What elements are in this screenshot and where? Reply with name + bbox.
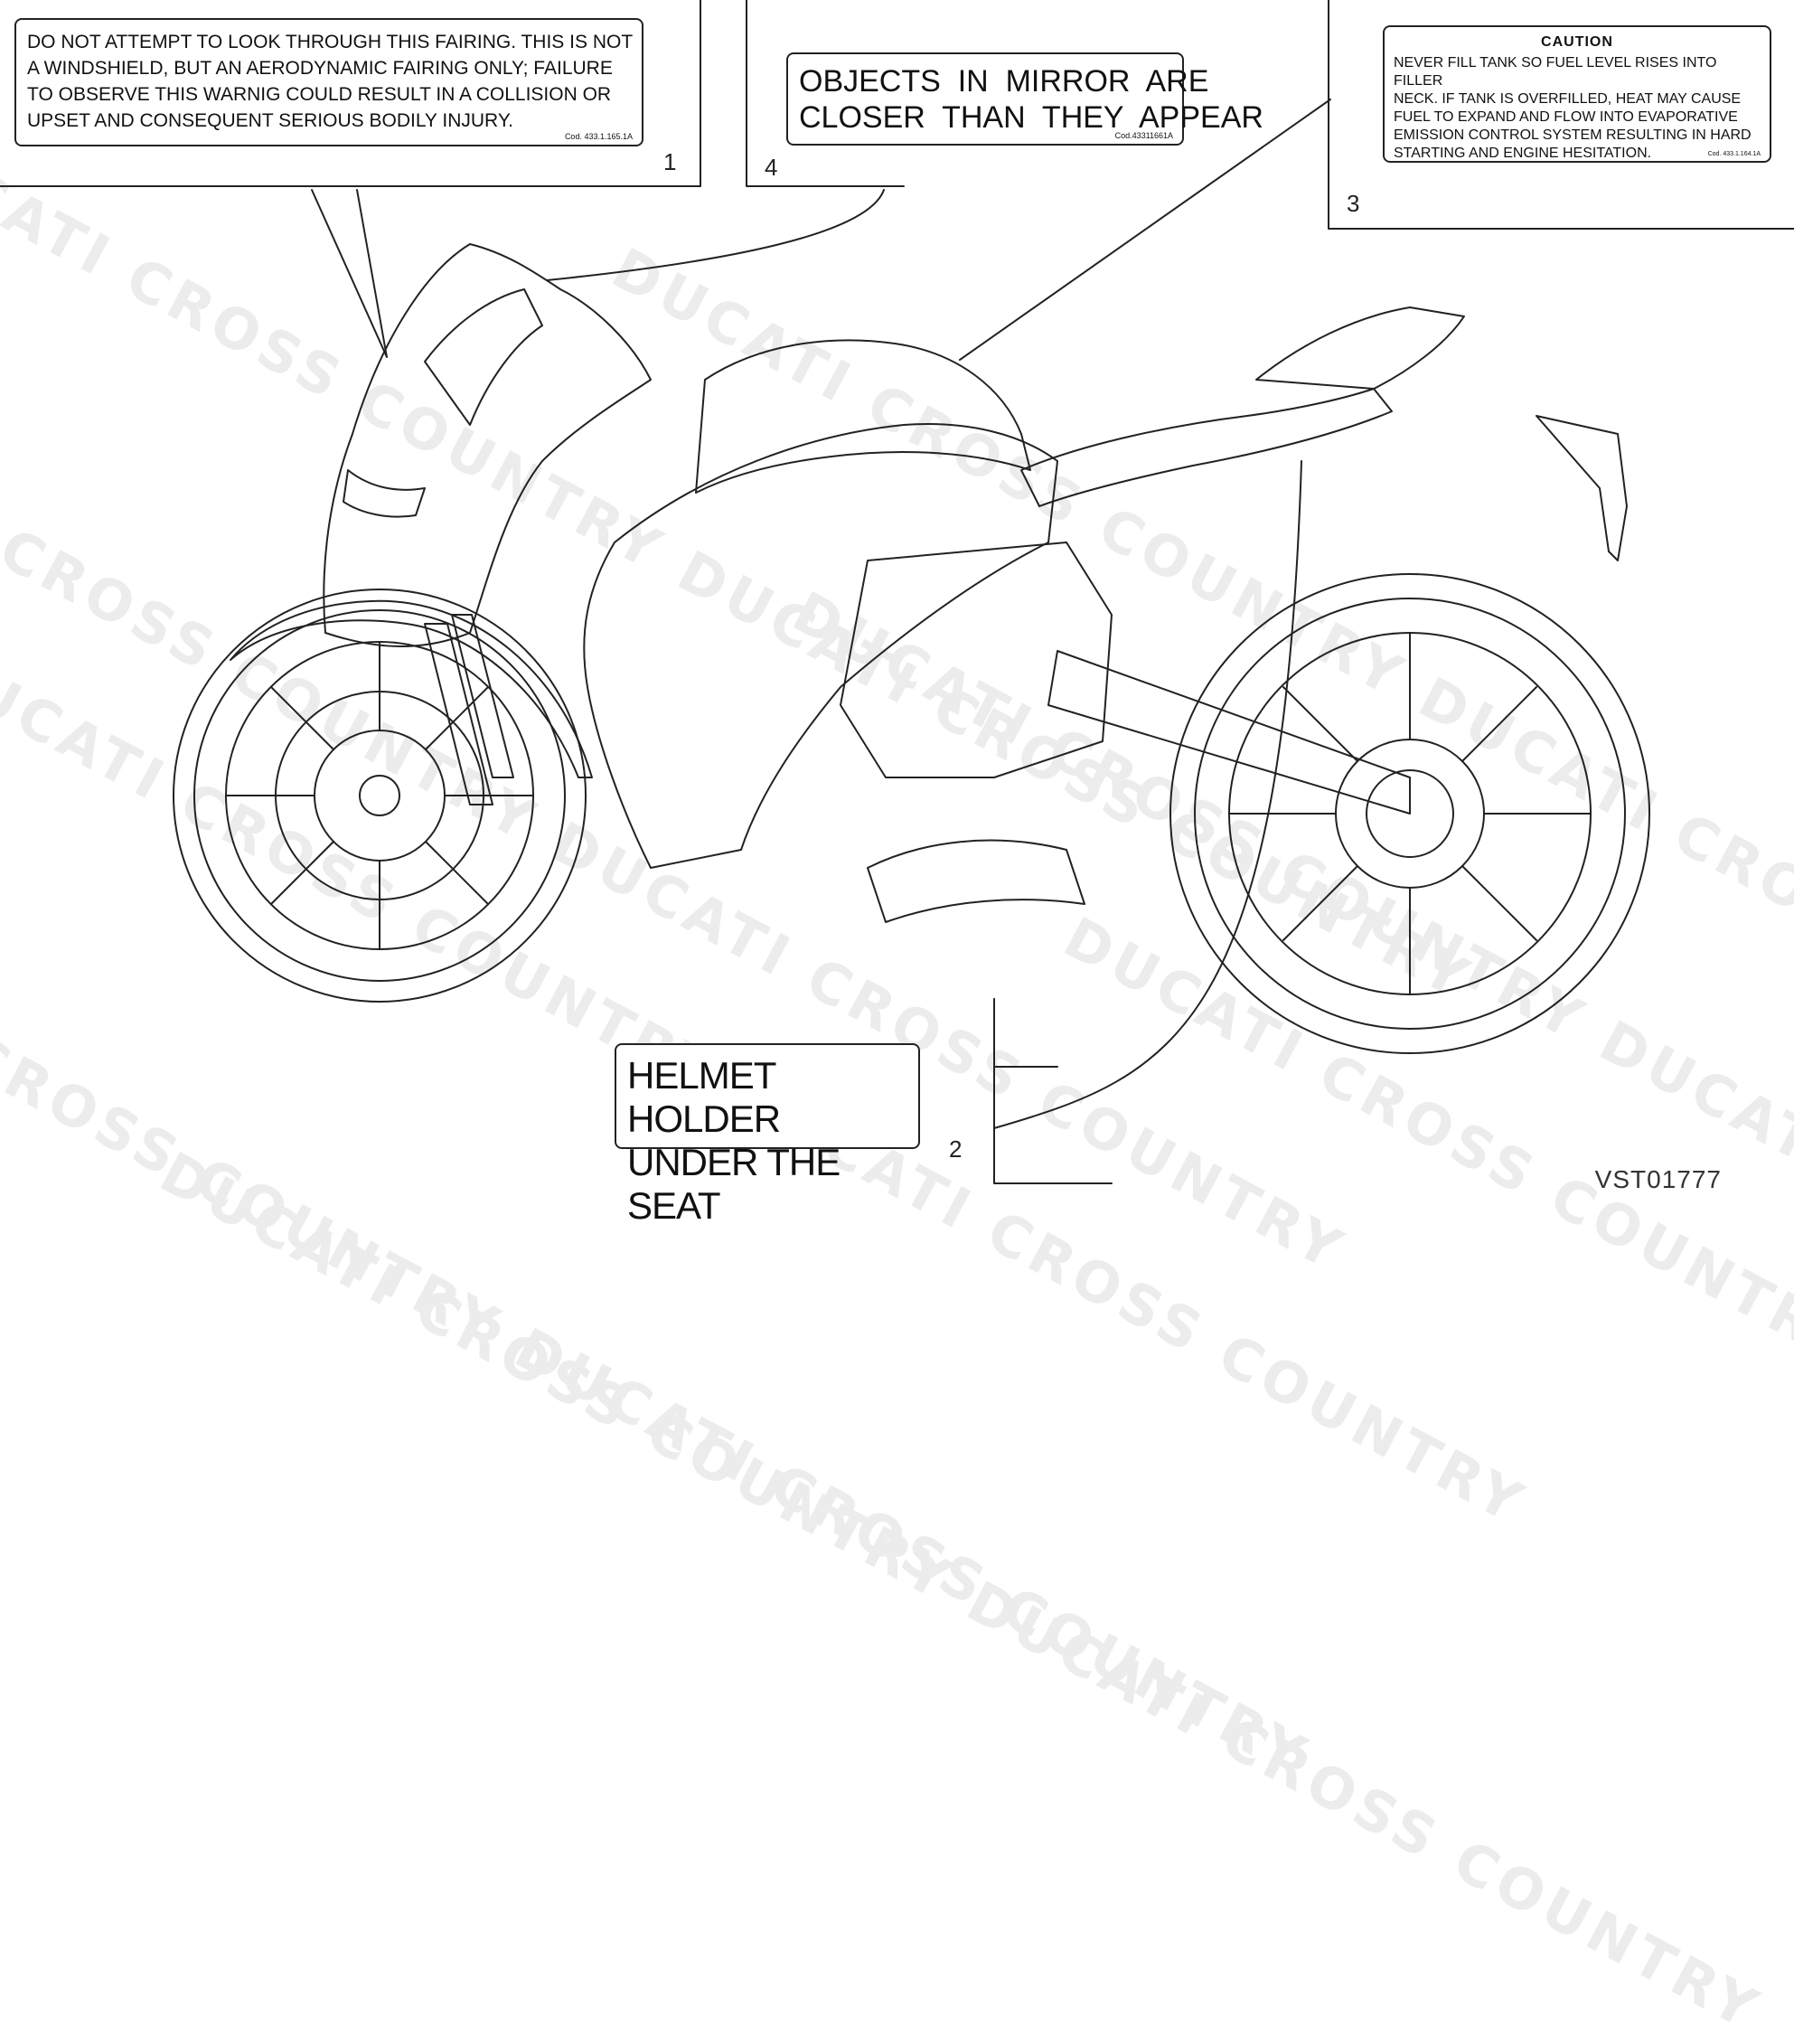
callout-frame-3 — [1328, 0, 1794, 230]
diagram-reference-code: VST01777 — [1594, 1165, 1722, 1193]
callout-frame-1 — [0, 0, 701, 187]
rear-hub — [1366, 769, 1454, 858]
engine-block — [840, 542, 1113, 778]
decal-fuel-caution: CAUTION NEVER FILL TANK SO FUEL LEVEL RI… — [1383, 25, 1771, 163]
callout-frame-4 — [746, 0, 905, 187]
front-tire-inner — [193, 609, 566, 982]
decal-fuel-caution-code: Cod. 433.1.164.1A — [1707, 151, 1761, 157]
callout-number-1: 1 — [663, 148, 677, 175]
rear-tire-inner — [1194, 598, 1626, 1030]
fuel-caution-line: NEVER FILL TANK SO FUEL LEVEL RISES INTO… — [1394, 55, 1717, 89]
rear-spokes — [1228, 632, 1592, 995]
headlight — [343, 469, 426, 518]
motorcycle-line-drawing — [0, 0, 1794, 1184]
decal-fuel-caution-text: NEVER FILL TANK SO FUEL LEVEL RISES INTO… — [1394, 54, 1770, 163]
front-fork — [424, 614, 514, 805]
fuel-caution-line: NECK. IF TANK IS OVERFILLED, HEAT MAY CA… — [1394, 91, 1742, 107]
leader-line-1 — [311, 189, 388, 358]
decal-mirror-warning-code: Cod.43311661A — [1114, 131, 1173, 140]
front-fairing — [323, 243, 652, 647]
fuel-caution-line: EMISSION CONTROL SYSTEM RESULTING IN HAR… — [1394, 127, 1752, 143]
callout-frame-2 — [993, 998, 1113, 1184]
helmet-holder-line: UNDER THE SEAT — [627, 1141, 841, 1227]
front-hub — [359, 775, 400, 816]
decal-fairing-warning-text: DO NOT ATTEMPT TO LOOK THROUGH THIS FAIR… — [27, 29, 633, 134]
license-plate-holder — [1536, 415, 1628, 561]
fuel-tank — [695, 339, 1031, 494]
fuel-caution-line: FUEL TO EXPAND AND FLOW INTO EVAPORATIVE — [1394, 109, 1738, 125]
fairing-warning-line: DO NOT ATTEMPT TO LOOK THROUGH THIS FAIR… — [27, 32, 634, 52]
mirror-warning-line: CLOSER THAN THEY APPEAR — [799, 100, 1263, 135]
callout-number-4: 4 — [765, 154, 778, 181]
rear-tire-outer — [1169, 573, 1650, 1054]
exhaust — [867, 839, 1085, 923]
fairing-warning-line: A WINDSHIELD, BUT AN AERODYNAMIC FAIRING… — [27, 58, 613, 79]
fairing-warning-line: UPSET AND CONSEQUENT SERIOUS BODILY INJU… — [27, 110, 513, 131]
side-fairing — [583, 423, 1058, 869]
leader-line-4 — [546, 189, 885, 281]
fairing-warning-line: TO OBSERVE THIS WARNIG COULD RESULT IN A… — [27, 84, 612, 105]
front-fender — [230, 599, 593, 778]
swingarm — [1047, 650, 1411, 815]
fairing-window — [424, 288, 543, 426]
watermark-text: DUCATI CROSS COUNTRY DUCATI CROSS COUNTR… — [149, 1139, 1773, 2044]
fuel-caution-line: STARTING AND ENGINE HESITATION. — [1394, 146, 1652, 161]
seat — [1020, 388, 1393, 507]
helmet-holder-line: HELMET HOLDER — [627, 1054, 781, 1140]
leader-line-3 — [959, 99, 1331, 361]
front-tire-outer — [173, 589, 587, 1003]
callout-number-3: 3 — [1347, 190, 1360, 217]
decal-fairing-warning-code: Cod. 433.1.165.1A — [564, 132, 633, 141]
decal-fuel-caution-title: CAUTION — [1541, 34, 1613, 50]
mirror-warning-line: OBJECTS IN MIRROR ARE — [799, 64, 1209, 99]
leader-line-2 — [993, 460, 1302, 1129]
front-spokes — [225, 641, 534, 950]
decal-fairing-warning: DO NOT ATTEMPT TO LOOK THROUGH THIS FAIR… — [14, 18, 643, 146]
tail-section — [1255, 306, 1465, 390]
callout-number-2: 2 — [949, 1135, 963, 1163]
